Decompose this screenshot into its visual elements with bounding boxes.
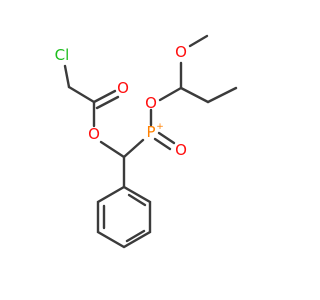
bond-cl-c [63, 64, 71, 89]
bond-o-ch [99, 140, 126, 159]
carbonyl-oxygen-label: O [117, 79, 129, 97]
methoxy-oxygen-label: O [175, 43, 187, 61]
bond-o-methyl [188, 34, 209, 48]
phosphorus-label: P [146, 123, 155, 141]
structure-drawing: Cl O O P + O O O [55, 34, 238, 249]
molecule-diagram: Cl O O P + O O O [55, 34, 238, 249]
phosphorus-charge-label: + [156, 122, 164, 132]
phenyl-double-bond-2 [125, 229, 146, 243]
ester-oxygen-label: O [88, 125, 100, 143]
bond-ch-p [122, 138, 145, 159]
chlorine-label: Cl [55, 46, 70, 64]
bond-o-ch-methoxypropyl [158, 86, 183, 102]
bond-p-o-double-2 [153, 137, 172, 151]
bond-c-o-double-2 [95, 95, 120, 110]
phosphonate-ester-oxygen-label: O [145, 94, 157, 112]
phenyl-double-bond-1 [127, 193, 147, 207]
phenyl-ring [96, 185, 152, 249]
bond-ch2-c [67, 85, 96, 104]
bond-ch2-ch3 [206, 86, 238, 104]
bond-c-o-double-1 [92, 89, 117, 104]
bond-p-o-double-1 [157, 131, 176, 145]
bond-ch-ch2 [179, 86, 210, 104]
phosphoryl-oxygen-label: O [175, 141, 187, 159]
